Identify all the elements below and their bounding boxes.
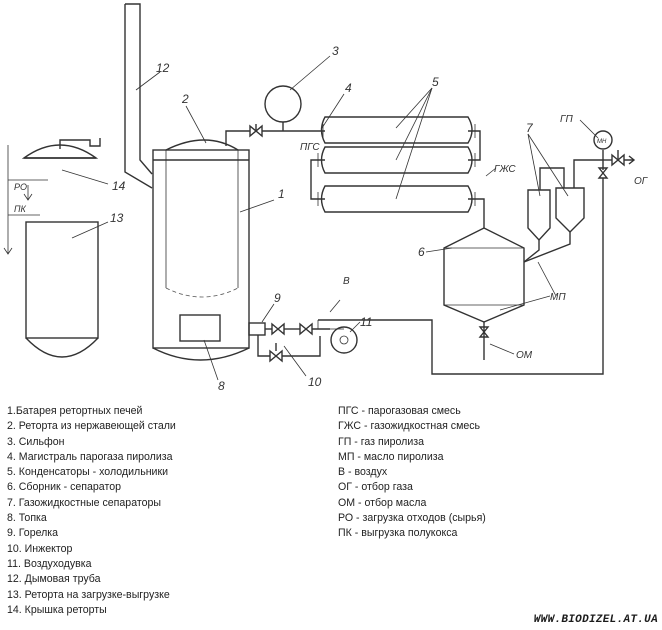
callout-13: 13 — [110, 211, 124, 225]
legend-item: 8. Топка — [7, 512, 47, 525]
callout-5: 5 — [432, 75, 439, 89]
label-mp: МП — [550, 292, 566, 303]
legend-item: 5. Конденсаторы - холодильники — [7, 466, 169, 479]
callout-2: 2 — [181, 92, 189, 106]
load-unload-arrows — [3, 145, 48, 255]
retort-lid — [21, 138, 101, 159]
legend-item: ГЖС - газожидкостная смесь — [338, 420, 481, 433]
collector-separator — [443, 227, 525, 360]
legend-item: 13. Реторта на загрузке-выгрузке — [7, 588, 170, 601]
legend-item: В - воздух — [338, 466, 388, 479]
legend-item: ОГ - отбор газа — [338, 481, 413, 494]
legend-item: 10. Инжектор — [7, 542, 73, 555]
callout-3: 3 — [332, 44, 339, 58]
legend-item: ГП - газ пиролиза — [338, 435, 425, 448]
legend-item: ПГС - парогазовая смесь — [338, 405, 461, 417]
legend-item: МП - масло пиролиза — [338, 450, 444, 463]
legend-item: РО - загрузка отходов (сырья) — [338, 512, 486, 525]
legend-item: ПК - выгрузка полукокса — [338, 527, 458, 540]
legend-item: 2. Реторта из нержавеющей стали — [7, 420, 176, 433]
callout-9: 9 — [274, 291, 281, 305]
legend-components: 1.Батарея ретортных печей 2. Реторта из н… — [7, 404, 176, 618]
condensers — [310, 116, 485, 228]
callout-11: 11 — [360, 315, 372, 329]
legend-item: 7. Газожидкостные сепараторы — [7, 496, 161, 509]
pyrolysis-plant-diagram: 1 2 3 4 5 6 7 8 9 10 11 12 13 14 ПГС ГЖС… — [3, 3, 649, 393]
legend-item: 9. Горелка — [7, 527, 59, 540]
callout-12: 12 — [156, 61, 170, 75]
legend-item: 14. Крышка реторты — [7, 603, 107, 616]
pyrolysis-gas-line — [225, 85, 325, 146]
legend-item: ОМ - отбор масла — [338, 496, 427, 509]
gas-liquid-separators — [318, 130, 636, 375]
legend-item: 1.Батарея ретортных печей — [7, 405, 143, 417]
legend-item: 4. Магистраль парогаза пиролиза — [7, 450, 173, 463]
watermark: WWW.BIODIZEL.AT.UA — [533, 614, 658, 626]
label-om: ОМ — [516, 350, 533, 361]
label-pk: ПК — [14, 204, 27, 214]
legend-item: 12. Дымовая труба — [7, 573, 101, 586]
label-pgs: ПГС — [300, 142, 320, 153]
leader-lines — [61, 55, 599, 381]
callout-7: 7 — [526, 121, 534, 135]
oven-battery — [152, 139, 250, 361]
legend-item: 3. Сильфон — [7, 435, 65, 448]
burner-and-blower — [248, 299, 358, 363]
chimney — [124, 3, 153, 189]
callout-10: 10 — [308, 375, 322, 389]
callout-4: 4 — [345, 81, 352, 95]
label-v: В — [343, 276, 350, 287]
label-ro: РО — [14, 182, 27, 192]
label-gp: ГП — [560, 114, 573, 125]
legend-item: 11. Воздуходувка — [7, 557, 92, 570]
retort-loading — [25, 221, 99, 339]
callout-1: 1 — [278, 187, 285, 201]
label-gzhs: ГЖС — [494, 164, 516, 175]
callout-6: 6 — [418, 245, 425, 259]
legend-item: 6. Сборник - сепаратор — [7, 481, 121, 494]
label-gauge: МН — [597, 139, 607, 145]
callout-8: 8 — [218, 379, 225, 393]
label-og: ОГ — [634, 176, 649, 187]
callout-14: 14 — [112, 179, 126, 193]
